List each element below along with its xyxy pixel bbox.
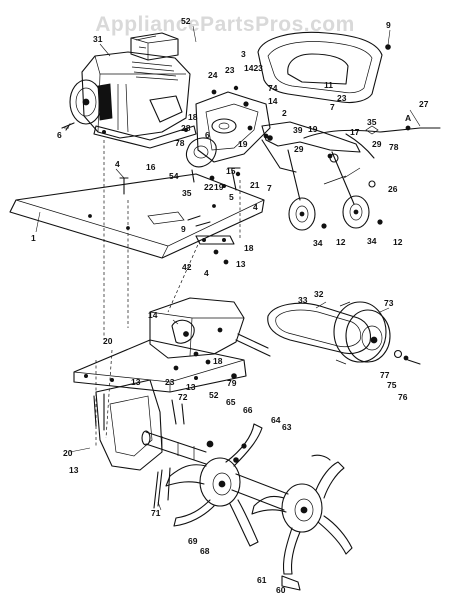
callout-33: 33 (298, 295, 308, 305)
callout-71: 71 (151, 508, 161, 518)
callout-1: 1 (31, 233, 36, 243)
callout-60: 60 (276, 585, 286, 595)
callout-13: 13 (236, 259, 246, 269)
callout-4: 4 (253, 202, 258, 212)
callout-20: 20 (63, 448, 73, 458)
callout-68: 68 (200, 546, 210, 556)
callout-24: 24 (208, 70, 218, 80)
callout-12: 12 (336, 237, 346, 247)
callout-52: 52 (209, 390, 219, 400)
callout-7: 7 (267, 183, 272, 193)
callout-3: 3 (241, 49, 246, 59)
callout-74: 74 (268, 83, 278, 93)
callout-9: 9 (386, 20, 391, 30)
drive-belt-and-pulley[interactable] (267, 301, 421, 365)
callout-34: 34 (367, 236, 377, 246)
callout-65: 65 (226, 397, 236, 407)
callout-18: 18 (213, 356, 223, 366)
callout-leader-lines (35, 25, 421, 511)
callout-29: 29 (294, 144, 304, 154)
callout-12: 12 (393, 237, 403, 247)
callout-66: 66 (243, 405, 253, 415)
callout-73: 73 (384, 298, 394, 308)
callout-54: 54 (169, 171, 179, 181)
callout-27: 27 (419, 99, 429, 109)
callout-75: 75 (387, 380, 397, 390)
pulley-bracket-assembly[interactable] (185, 85, 273, 191)
callout-69: 69 (188, 536, 198, 546)
callout-31: 31 (93, 34, 103, 44)
callout-15: 15 (226, 166, 236, 176)
callout-39: 39 (293, 125, 303, 135)
callout-35: 35 (182, 188, 192, 198)
callout-14: 14 (268, 96, 278, 106)
callout-labels: 52 9 31 3 1423 24 23 74 11 23 7 27 A 6 1… (31, 16, 429, 595)
callout-29: 29 (372, 139, 382, 149)
callout-28: 28 (181, 123, 191, 133)
callout-21: 21 (250, 180, 260, 190)
engine-assembly[interactable] (61, 32, 197, 149)
watermark-text: AppliancePartsPros.com (95, 13, 355, 36)
gear-case-and-tine-shaft[interactable] (93, 379, 207, 509)
callout-72: 72 (178, 392, 188, 402)
callout-2: 2 (282, 108, 287, 118)
callout-76: 76 (398, 392, 408, 402)
callout-23: 23 (337, 93, 347, 103)
callout-11: 11 (324, 80, 333, 90)
callout-6: 6 (57, 130, 62, 140)
callout-14: 14 (148, 310, 158, 320)
callout-5: 5 (229, 192, 234, 202)
callout-17: 17 (350, 127, 360, 137)
callout-78: 78 (389, 142, 399, 152)
callout-20: 20 (103, 336, 113, 346)
callout-52: 52 (181, 16, 191, 26)
callout-23: 23 (225, 65, 235, 75)
left-tine-assembly[interactable] (165, 423, 289, 547)
callout-34: 34 (313, 238, 323, 248)
callout-13: 13 (131, 377, 141, 387)
callout-26: 26 (388, 184, 398, 194)
callout-19: 19 (214, 182, 224, 192)
callout-35: 35 (367, 117, 377, 127)
callout-16: 16 (146, 162, 156, 172)
callout-32: 32 (314, 289, 324, 299)
engine-hood-cover[interactable] (257, 31, 391, 104)
callout-77: 77 (380, 370, 390, 380)
callout-13: 13 (69, 465, 79, 475)
alignment-lines (95, 140, 241, 448)
callout-19: 19 (238, 139, 248, 149)
callout-79: 79 (227, 378, 237, 388)
callout-1423: 1423 (244, 63, 263, 73)
callout-64: 64 (271, 415, 281, 425)
callout-22: 22 (204, 182, 214, 192)
callout-9: 9 (181, 224, 186, 234)
callout-A: A (405, 113, 411, 123)
callout-13: 13 (186, 382, 196, 392)
callout-61: 61 (257, 575, 267, 585)
callout-4: 4 (204, 268, 209, 278)
callout-18: 18 (244, 243, 254, 253)
callout-4: 4 (115, 159, 120, 169)
callout-23: 23 (165, 377, 175, 387)
callout-7: 7 (330, 102, 335, 112)
wheel-bracket-and-wheels[interactable] (261, 121, 383, 231)
control-cable[interactable] (303, 125, 441, 188)
shield-hardware[interactable] (119, 177, 235, 265)
callout-18: 18 (188, 112, 198, 122)
right-tine-assembly[interactable] (251, 454, 353, 591)
transmission-housing[interactable] (73, 297, 271, 393)
callout-63: 63 (282, 422, 292, 432)
shield-plate[interactable] (9, 173, 265, 259)
callout-19: 19 (308, 124, 318, 134)
callout-78: 78 (175, 138, 185, 148)
callout-6: 6 (205, 130, 210, 140)
callout-42: 42 (182, 262, 192, 272)
